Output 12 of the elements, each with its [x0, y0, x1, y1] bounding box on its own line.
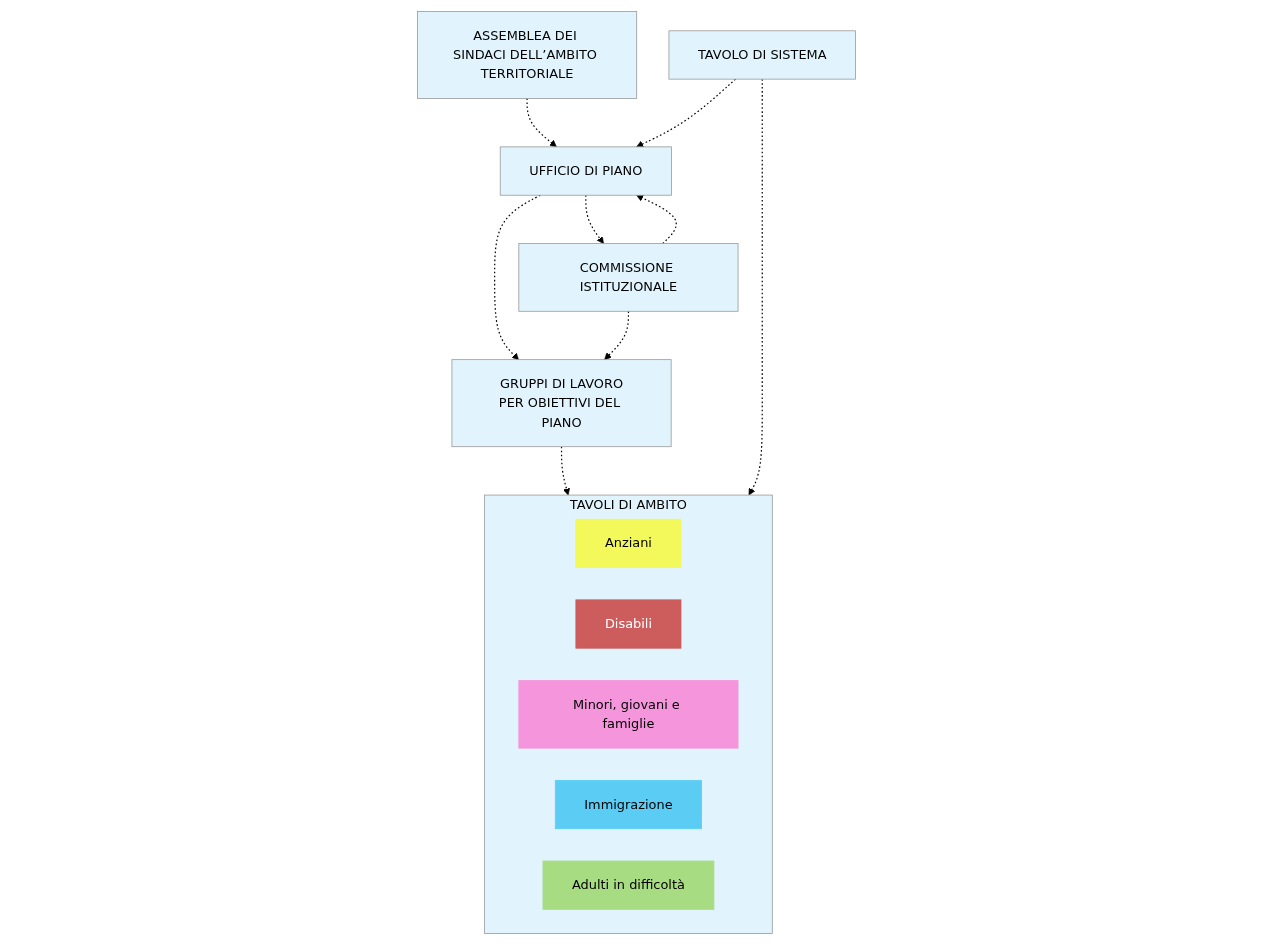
node-box: GRUPPI DI LAVORO PER OBIETTIVI DEL PIANO: [451, 359, 672, 448]
node-box: Minori, giovani e famiglie: [517, 680, 738, 749]
node-box: Immigrazione: [554, 780, 702, 830]
node-box: ASSEMBLEA DEI SINDACI DELL’AMBITO TERRITORIALE: [416, 11, 637, 99]
node-box: UFFICIO DI PIANO: [499, 146, 672, 196]
node-box: Anziani: [575, 518, 681, 568]
node-box: TAVOLO DI SISTEMA: [668, 30, 856, 80]
arrow: [635, 194, 677, 245]
node-box: Adulti in difficoltà: [542, 860, 714, 910]
node-box: COMMISSIONE ISTITUZIONALE: [517, 243, 738, 312]
node-box: Disabili: [574, 599, 681, 649]
arrow: [560, 446, 570, 496]
